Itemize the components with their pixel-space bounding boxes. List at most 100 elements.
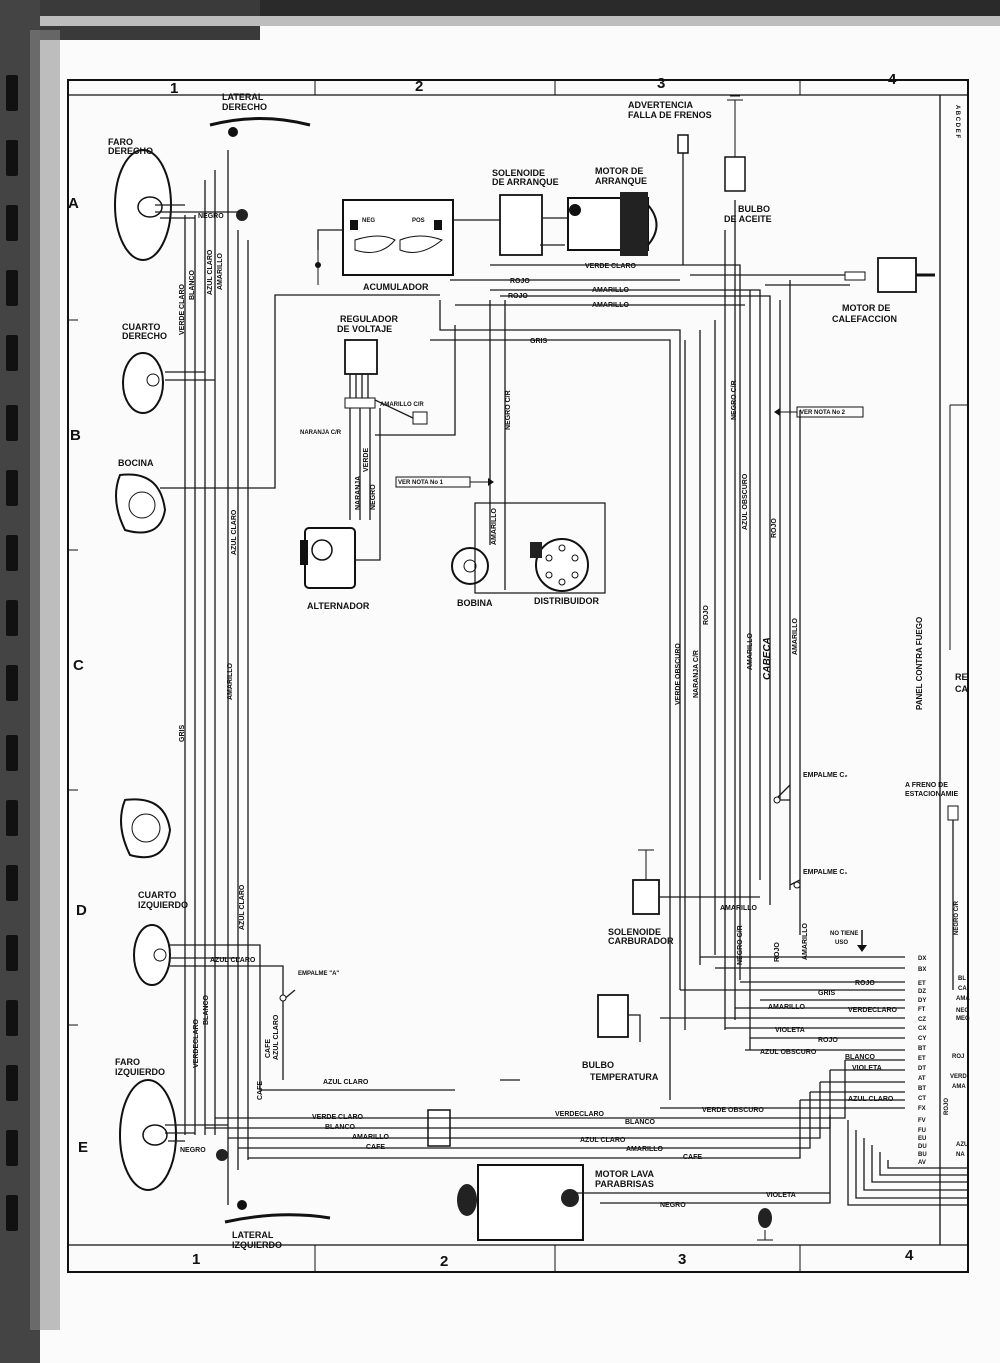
motor-calefaccion-label-1: MOTOR DE <box>842 303 890 313</box>
wire-label-amarillo-9: AMARILLO <box>792 618 799 655</box>
bocina-izquierda-symbol <box>120 798 172 859</box>
wire-labels: NEGRO BLANCO VERDE CLARO AZUL CLARO AMAR… <box>179 213 898 1209</box>
wire-label-verde-obscuro: VERDE OBSCURO <box>702 1107 764 1114</box>
freno-symbol <box>947 805 959 821</box>
wire-label-blanco-3: BLANCO <box>325 1124 355 1131</box>
cut-11: NEGRO C/R <box>954 900 960 935</box>
wire-label-blanco: BLANCO <box>189 270 196 300</box>
wire-label-amarillo: AMARILLO <box>217 253 224 290</box>
note-boxes <box>395 406 867 952</box>
cuarto-derecho-label-2: DERECHO <box>122 331 167 341</box>
code2-3: DU <box>918 1144 927 1150</box>
code2-1: FU <box>918 1128 926 1134</box>
code-4: DY <box>918 998 926 1004</box>
code-3: DZ <box>918 989 926 995</box>
wire-label-blanco-2: BLANCO <box>203 995 210 1025</box>
code-1: BX <box>918 967 926 973</box>
col-label-1-top: 1 <box>170 80 178 97</box>
col-label-2-top: 2 <box>415 78 423 95</box>
code2-5: AV <box>918 1160 926 1166</box>
motor-lava-label-2: PARABRISAS <box>595 1179 654 1189</box>
empalme-c1-label: EMPALME C₁ <box>803 869 847 876</box>
cut-1: CA <box>958 986 967 992</box>
bulbo-aceite-label-1: BULBO <box>738 204 770 214</box>
regulador-symbol <box>344 339 428 425</box>
wire-label-amarillo-3: AMARILLO <box>352 1134 389 1141</box>
wire-label-verde-obscuro-2: VERDE OBSCURO <box>675 643 682 705</box>
bocina-label: BOCINA <box>118 458 154 468</box>
col-label-3-top: 3 <box>657 75 665 92</box>
wire-label-azul-claro-3: AZUL CLARO <box>239 884 246 930</box>
lateral-izquierdo-symbol <box>224 1200 331 1224</box>
grid-labels: 1 2 3 4 1 2 3 4 A B C D E A B C D E F <box>68 71 960 1270</box>
bulbo-aceite-label-2: DE ACEITE <box>724 214 772 224</box>
wire-label-rojo-3: ROJO <box>771 518 778 538</box>
no-tiene-uso-label-1: NO TIENE <box>830 931 858 937</box>
bulbo-temperatura-label-2: TEMPERATURA <box>590 1072 659 1082</box>
bobina-label: BOBINA <box>457 598 493 608</box>
diagram-frame <box>67 79 969 1273</box>
distribuidor-symbol <box>530 538 589 592</box>
solenoide-arranque-label-2: DE ARRANQUE <box>492 177 559 187</box>
code-10: ET <box>918 1056 926 1062</box>
wire-label-rojo-7: ROJO <box>818 1037 838 1044</box>
code-15: FX <box>918 1106 926 1112</box>
freno-label-1: A FRENO DE <box>905 782 948 789</box>
wire-label-verde-claro: VERDE CLARO <box>179 283 186 335</box>
lateral-derecho-label-2: DERECHO <box>222 102 267 112</box>
regulador-label-2: DE VOLTAJE <box>337 324 392 334</box>
wire-label-verdeclaro-3: VERDECLARO <box>848 1007 898 1014</box>
wire-label-gris: GRIS <box>179 725 186 742</box>
code-2: ET <box>918 981 926 987</box>
code-12: AT <box>918 1076 926 1082</box>
no-tiene-uso-label-2: USO <box>835 940 848 946</box>
ver-nota-1-label: VER NOTA No 1 <box>398 480 444 486</box>
row-label-d: D <box>76 902 87 919</box>
cuarto-izquierdo-symbol <box>133 924 171 986</box>
bobina-symbol <box>451 502 606 594</box>
handwritten-note: CABECA <box>762 637 773 680</box>
wire-label-negro: NEGRO <box>198 213 224 220</box>
solenoide-carburador-symbol <box>632 849 660 915</box>
wire-label-naranja-cr: NARANJA C/R <box>300 430 342 436</box>
cut-7: AMA <box>952 1084 966 1090</box>
col-label-4-bottom: 4 <box>905 1247 914 1264</box>
wire-label-amarillo-8: AMARILLO <box>747 633 754 670</box>
lateral-derecho-label-1: LATERAL <box>222 92 264 102</box>
wire-label-azul-claro-5: AZUL CLARO <box>273 1014 280 1060</box>
wire-label-amarillo-6: AMARILLO <box>592 302 629 309</box>
wire-label-azul-claro: AZUL CLARO <box>207 249 214 295</box>
wires <box>155 150 968 1206</box>
code-5: FT <box>918 1007 926 1013</box>
motor-arranque-label-1: MOTOR DE <box>595 166 643 176</box>
component-labels: LATERAL DERECHO FARO DERECHO CUARTO DERE… <box>108 92 968 1250</box>
wire-label-rojo-6: ROJO <box>855 980 875 987</box>
connector-codes: DX BX ET DZ DY FT CZ CX CY BT ET DT AT B… <box>918 956 927 1166</box>
wire-label-verde-claro-3: VERDE CLARO <box>312 1114 364 1121</box>
wire-label-naranja-cr-2: NARANJA C/R <box>693 650 700 698</box>
cut-9: NA <box>956 1152 965 1158</box>
code2-0: FV <box>918 1118 926 1124</box>
faro-izquierdo-symbol <box>119 1079 177 1191</box>
motor-arranque-label-2: ARRANQUE <box>595 176 647 186</box>
components <box>114 95 959 1241</box>
cut-3: NEG <box>956 1008 969 1014</box>
code-8: CY <box>918 1036 926 1042</box>
wire-label-amarillo-10: AMARILLO <box>720 905 757 912</box>
regulador-label-1: REGULADOR <box>340 314 398 324</box>
advertencia-label-2: FALLA DE FRENOS <box>628 110 712 120</box>
acumulador-pos: POS <box>412 218 425 224</box>
wire-label-rojo-2: ROJO <box>508 293 528 300</box>
ver-nota-2-label: VER NOTA No 2 <box>800 410 846 416</box>
side-letters: A B C D E F <box>954 105 960 138</box>
empalme-c2-label: EMPALME C₂ <box>803 772 848 779</box>
wire-label-azul-claro-2: AZUL CLARO <box>231 509 238 555</box>
cuarto-derecho-label-1: CUARTO <box>122 322 160 332</box>
solenoide-carburador-label-1: SOLENOIDE <box>608 927 661 937</box>
solenoide-arranque-symbol <box>499 194 543 256</box>
faro-derecho-label-1: FARO <box>108 137 133 147</box>
wire-label-azul-obscuro: AZUL OBSCURO <box>742 473 749 530</box>
wire-label-cafe-4: CAFE <box>683 1154 702 1161</box>
faro-derecho-label-2: DERECHO <box>108 146 153 156</box>
wire-label-azul-claro-6: AZUL CLARO <box>323 1079 369 1086</box>
